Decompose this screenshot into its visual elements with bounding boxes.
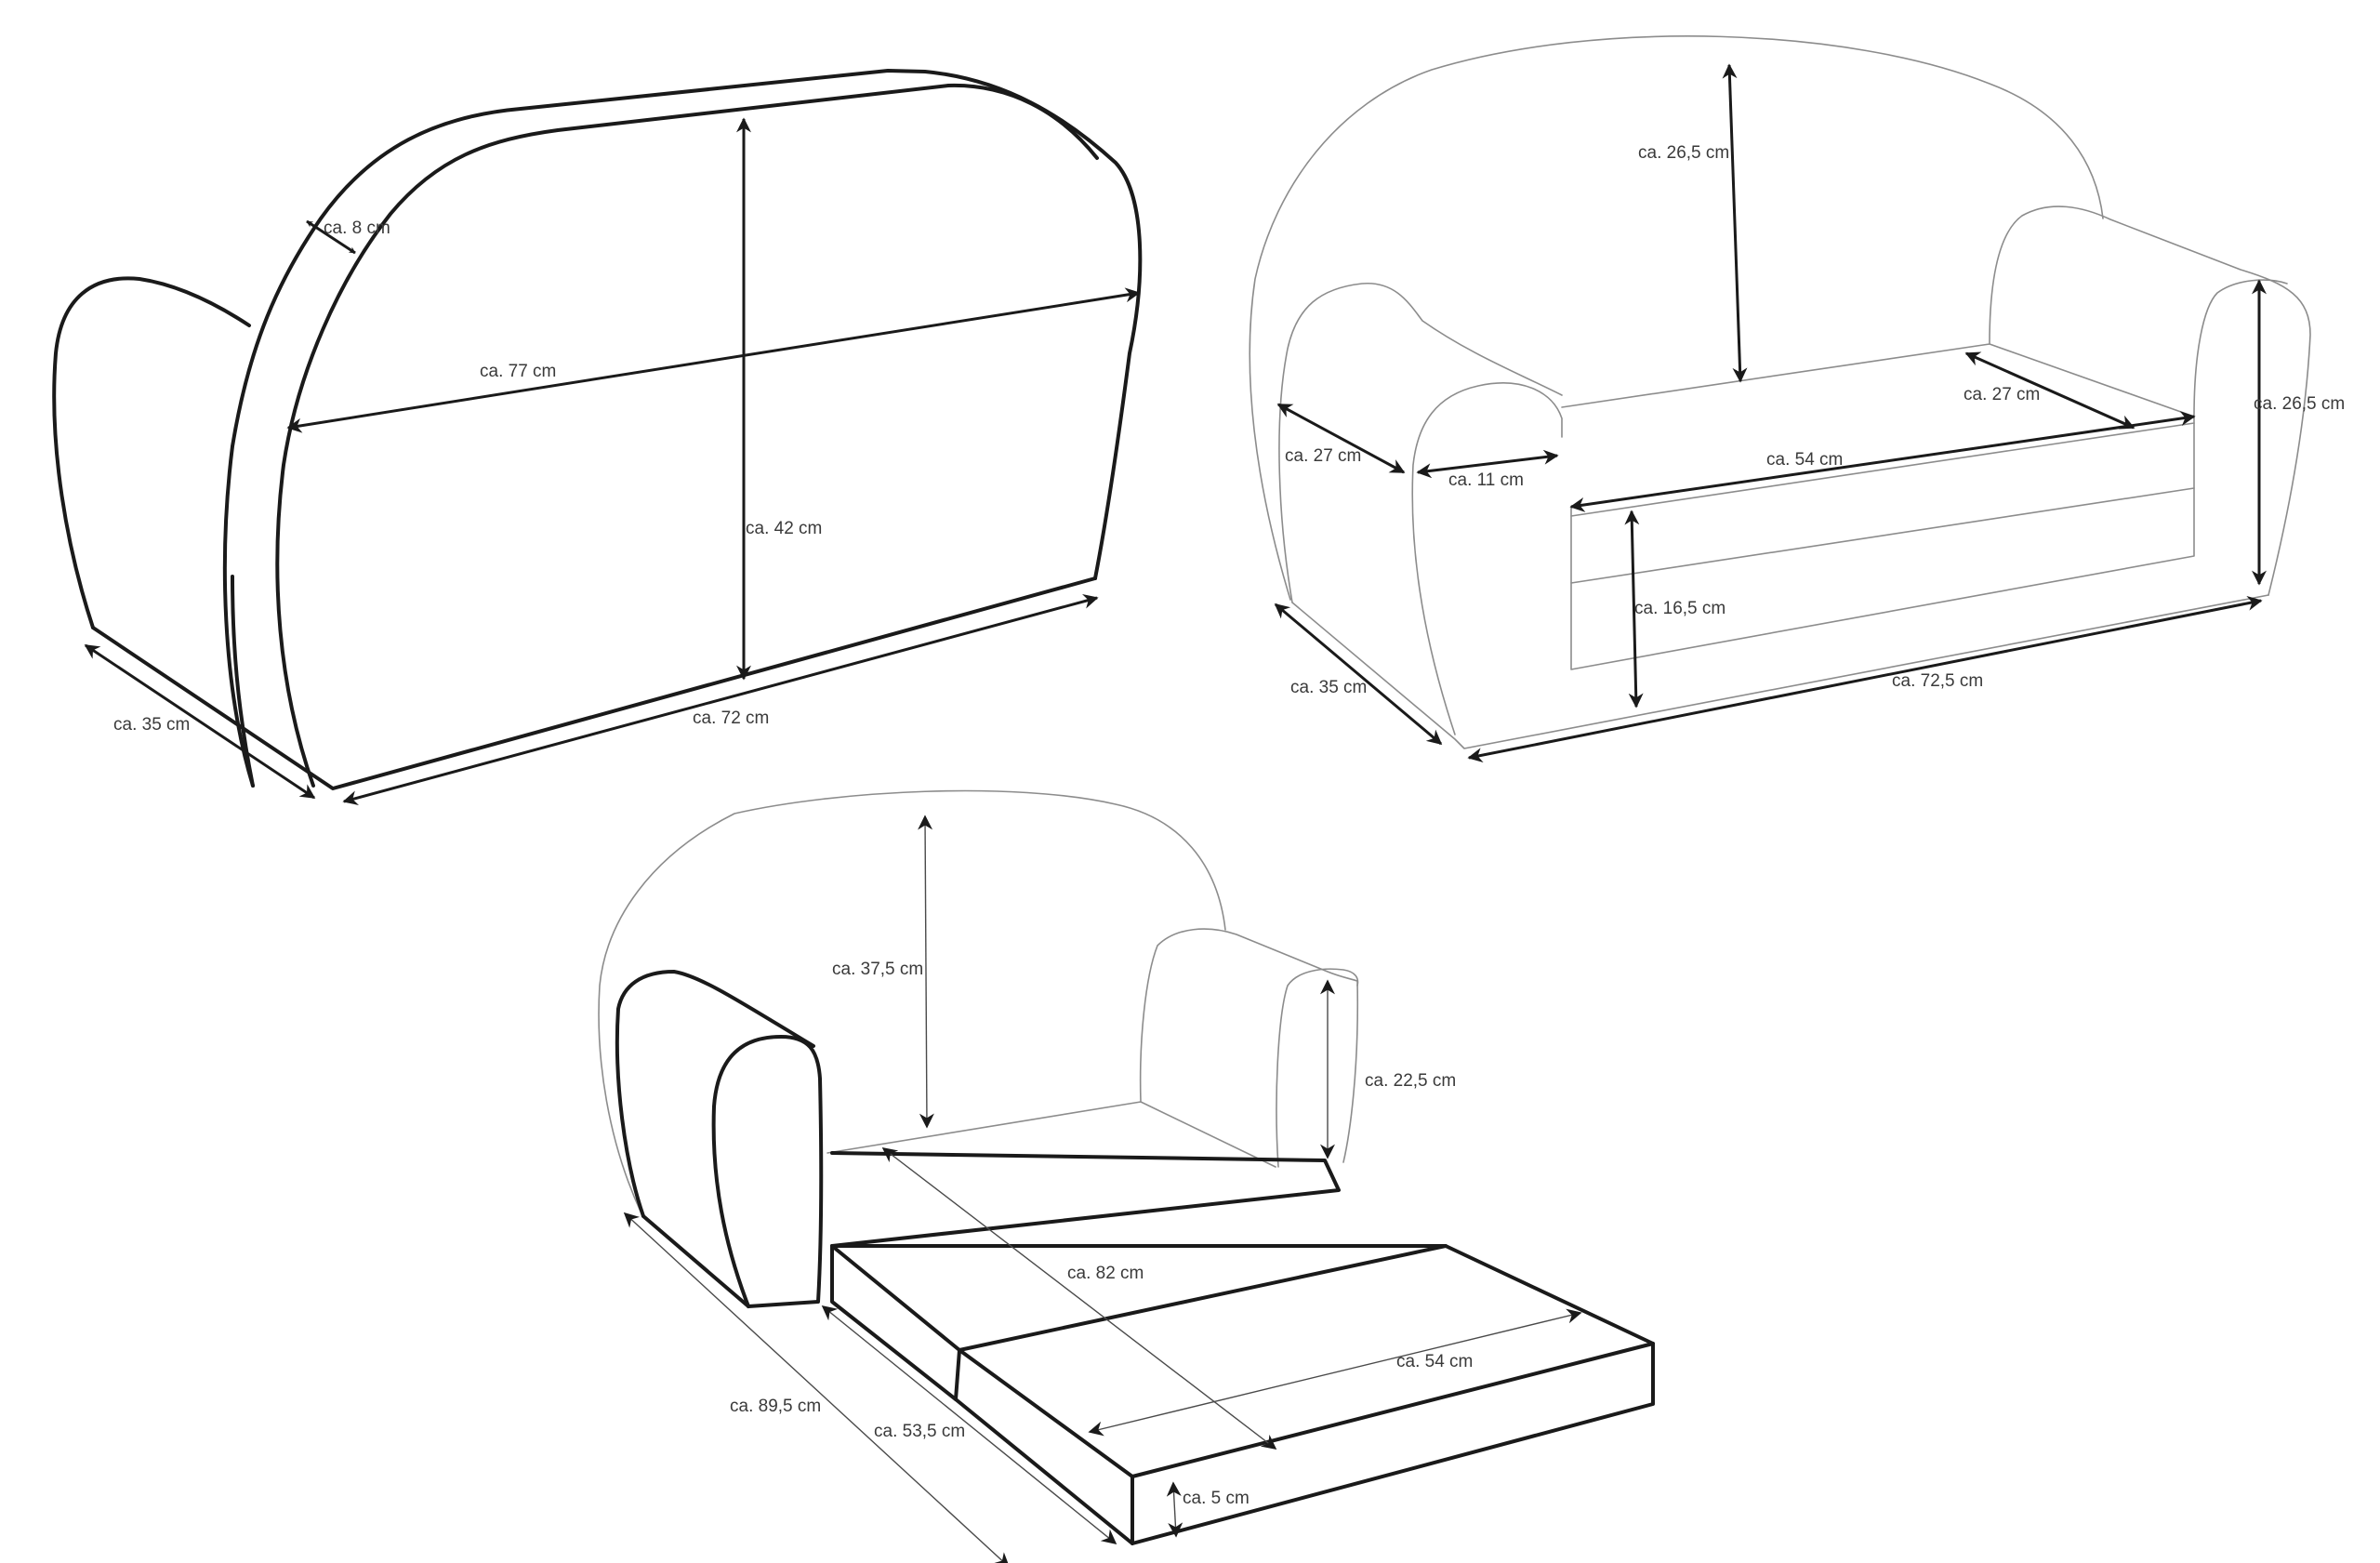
unfolded-view-bed-top	[830, 1244, 1655, 1478]
front-view-left-arm	[1278, 283, 1563, 603]
back-view-back-outer	[222, 69, 1143, 788]
front-view-back-height-line	[1722, 63, 1748, 383]
unfolded-view: ca. 37,5 cm ca. 22,5 cm ca. 82 cm ca. 54…	[598, 789, 1655, 1563]
unfolded-view-back-height-label: ca. 37,5 cm	[832, 960, 923, 979]
back-view-depth-line	[84, 643, 316, 800]
unfolded-view-thickness-line	[1166, 1481, 1183, 1538]
front-view-arm-depth-label: ca. 27 cm	[1285, 446, 1361, 466]
unfolded-view-thickness-label: ca. 5 cm	[1183, 1489, 1250, 1508]
back-view-rim-label: ca. 8 cm	[324, 219, 390, 238]
front-view-seat-width-label: ca. 54 cm	[1766, 450, 1843, 470]
unfolded-view-cushion-length-line	[821, 1305, 1117, 1545]
front-view-seat-depth-label: ca. 27 cm	[1964, 385, 2040, 404]
front-view-seat-depth-line	[1964, 351, 2135, 430]
unfolded-view-bed-length-label: ca. 82 cm	[1067, 1264, 1144, 1283]
back-view-width-bottom-line	[342, 594, 1099, 805]
unfolded-view-left-arm-outer	[615, 970, 815, 1218]
unfolded-view-bed-side	[954, 1348, 1134, 1545]
unfolded-view-left-arm-front	[711, 1035, 824, 1308]
unfolded-view-cushion-side	[830, 1244, 958, 1401]
unfolded-view-right-arm	[1139, 928, 1359, 1163]
unfolded-view-total-length-line	[623, 1212, 1011, 1563]
front-view-seat-height-label: ca. 16,5 cm	[1634, 599, 1726, 618]
back-view-height-label: ca. 42 cm	[746, 519, 822, 538]
front-view-arm-width-label: ca. 11 cm	[1448, 470, 1524, 490]
front-view-left-arm-front	[1411, 382, 1563, 735]
back-view-back-inner	[275, 83, 1099, 788]
unfolded-view-bed-width-label: ca. 54 cm	[1396, 1352, 1473, 1371]
front-view-seat-width-line	[1569, 411, 2196, 512]
back-view: ca. 35 cm ca. 72 cm ca. 77 cm ca. 42 cm …	[52, 69, 1143, 805]
unfolded-view-bed-front	[1130, 1342, 1655, 1545]
front-view-width-line	[1467, 595, 2263, 763]
back-view-width-bottom-label: ca. 72 cm	[693, 709, 769, 728]
front-view-arm-width-line	[1416, 449, 1559, 479]
back-view-left-arm	[52, 276, 251, 629]
unfolded-view-backrest	[598, 789, 1226, 1214]
unfolded-view-bed-divider	[958, 1244, 1448, 1352]
front-view-depth-label: ca. 35 cm	[1290, 678, 1367, 697]
front-view-base	[1291, 594, 2269, 749]
back-view-depth-label: ca. 35 cm	[113, 715, 190, 735]
front-view-right-arm	[1989, 205, 2311, 596]
front-view-arm-height-label: ca. 26,5 cm	[2254, 394, 2345, 414]
unfolded-view-cushion-length-label: ca. 53,5 cm	[874, 1422, 965, 1441]
front-view: ca. 26,5 cm ca. 26,5 cm ca. 27 cm ca. 11…	[1249, 35, 2345, 763]
front-view-backrest	[1249, 35, 2104, 601]
front-view-width-label: ca. 72,5 cm	[1892, 671, 1983, 691]
back-view-rim-line-dim	[306, 219, 356, 255]
front-view-seat-top	[1561, 343, 2195, 508]
back-view-width-top-label: ca. 77 cm	[480, 362, 556, 381]
front-view-arm-depth-line	[1276, 403, 1406, 474]
unfolded-view-back-height-line	[918, 815, 934, 1129]
front-view-depth-line	[1274, 603, 1443, 746]
back-view-width-top-line	[286, 287, 1141, 433]
unfolded-view-bed-width-line	[1088, 1308, 1582, 1437]
front-view-back-height-label: ca. 26,5 cm	[1638, 143, 1729, 163]
unfolded-view-total-length-label: ca. 89,5 cm	[730, 1397, 821, 1416]
unfolded-view-right-arm-front	[1276, 968, 1359, 1168]
unfolded-view-arm-height-label: ca. 22,5 cm	[1365, 1071, 1456, 1091]
